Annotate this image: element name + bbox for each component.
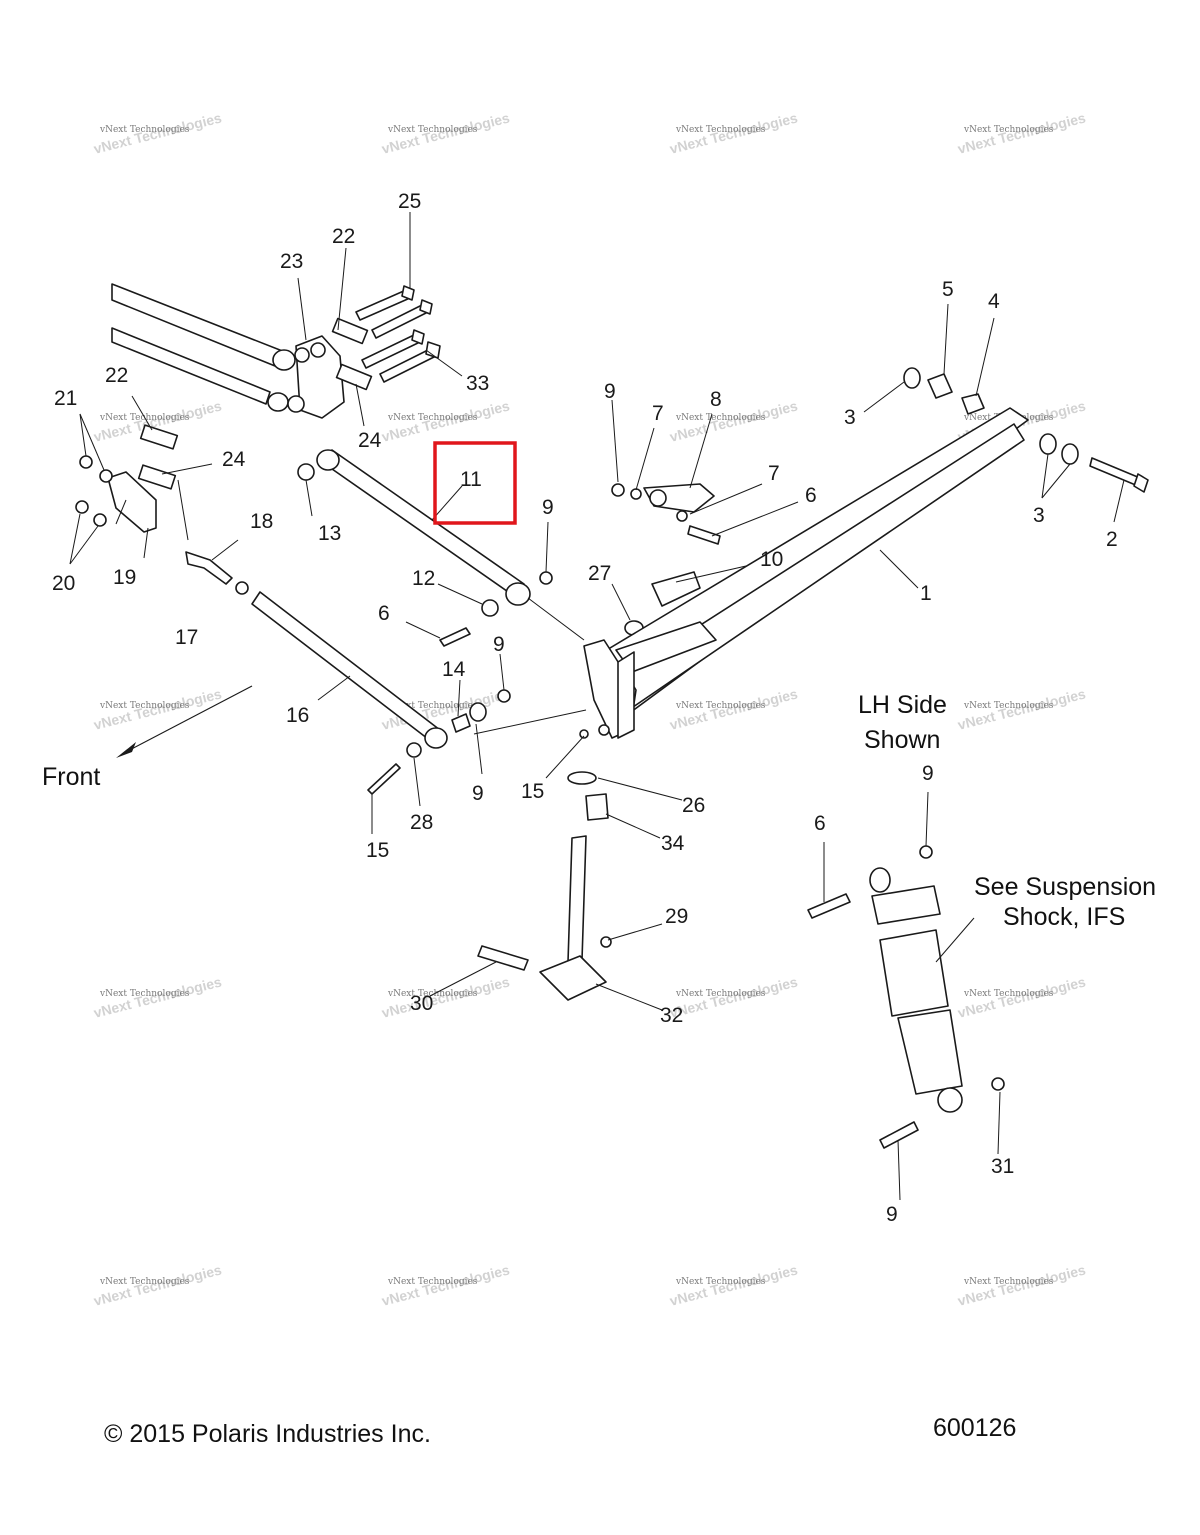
callout-label: 24 xyxy=(222,448,246,471)
callout-label: 9 xyxy=(472,782,484,805)
callout-label: 2 xyxy=(1106,528,1118,551)
mount-bracket xyxy=(267,335,345,419)
watermark-text: vNext Technologies xyxy=(963,1277,1054,1287)
callout-label: 13 xyxy=(318,522,341,545)
callout-label: 31 xyxy=(991,1155,1014,1178)
callout-label: 16 xyxy=(286,704,309,727)
left-small-parts xyxy=(75,424,179,533)
plate-part xyxy=(335,363,373,391)
callout-label: 25 xyxy=(398,190,421,213)
bolt-part xyxy=(367,763,401,795)
callout-label: 3 xyxy=(1033,504,1045,527)
rocker-bracket xyxy=(611,483,721,545)
watermark-text: vNext Technologies xyxy=(963,989,1054,999)
callout-label: 4 xyxy=(988,290,1000,313)
callout-label: 9 xyxy=(542,496,554,519)
a-frame xyxy=(583,407,1029,739)
copyright-text: © 2015 Polaris Industries Inc. xyxy=(104,1420,431,1448)
front-direction-label: Front xyxy=(42,763,100,791)
figure-number: 600126 xyxy=(933,1414,1016,1442)
callout-label: 23 xyxy=(280,250,303,273)
callout-label: 32 xyxy=(660,1004,683,1027)
radius-rod-upper xyxy=(297,449,531,617)
watermark-text: vNext Technologies xyxy=(387,1277,478,1287)
radius-rod-lower xyxy=(185,551,511,758)
watermark-text: vNext Technologies xyxy=(387,413,478,423)
watermark-text: vNext Technologies xyxy=(387,701,478,711)
callout-label: 15 xyxy=(366,839,389,862)
callout-label: 12 xyxy=(412,567,435,590)
watermark-text: vNext Technologies xyxy=(675,701,766,711)
callout-label: 9 xyxy=(604,380,616,403)
callout-label: 6 xyxy=(814,812,826,835)
watermark-text: vNext Technologies xyxy=(675,989,766,999)
callout-label: 6 xyxy=(805,484,817,507)
callout-label: 14 xyxy=(442,658,466,681)
spindle-assembly xyxy=(477,729,612,1001)
side-note-line2: Shown xyxy=(864,726,940,754)
callout-label: 9 xyxy=(886,1203,898,1226)
callout-label: 17 xyxy=(175,626,198,649)
side-note-line1: LH Side xyxy=(858,691,947,719)
callout-label: 27 xyxy=(588,562,611,585)
callout-label: 18 xyxy=(250,510,273,533)
watermark-text: vNext Technologies xyxy=(963,125,1054,135)
watermark-text: vNext Technologies xyxy=(963,701,1054,711)
watermark-text: vNext Technologies xyxy=(99,1277,190,1287)
watermark-text: vNext Technologies xyxy=(675,1277,766,1287)
callout-label: 22 xyxy=(332,225,355,248)
shock-absorber xyxy=(807,845,1005,1149)
highlight-box xyxy=(433,441,517,525)
bolt-set xyxy=(355,285,441,383)
callout-label: 5 xyxy=(942,278,954,301)
callout-label: 9 xyxy=(922,762,934,785)
leader-lines xyxy=(69,212,1125,1201)
front-arrow-head xyxy=(116,742,136,758)
small-bracket xyxy=(651,571,701,607)
callout-label: 26 xyxy=(682,794,705,817)
watermark-text: vNext Technologies xyxy=(675,413,766,423)
plate-part xyxy=(331,317,369,345)
callout-label: 21 xyxy=(54,387,77,410)
callout-label: 3 xyxy=(844,406,856,429)
callout-label: 19 xyxy=(113,566,136,589)
watermark-text: vNext Technologies xyxy=(675,125,766,135)
nut-part xyxy=(539,571,553,585)
callout-label: 34 xyxy=(661,832,685,855)
callout-label: 15 xyxy=(521,780,544,803)
callout-label: 10 xyxy=(760,548,783,571)
callout-label: 8 xyxy=(710,388,722,411)
watermark-text: vNext Technologies xyxy=(99,125,190,135)
callout-label: 33 xyxy=(466,372,489,395)
reference-note-line2: Shock, IFS xyxy=(1003,903,1125,931)
callout-label: 7 xyxy=(652,402,664,425)
callout-label: 11 xyxy=(460,468,482,491)
callout-label: 7 xyxy=(768,462,780,485)
watermark-text: vNext Technologies xyxy=(99,701,190,711)
callout-label: 22 xyxy=(105,364,128,387)
reference-note-line1: See Suspension xyxy=(974,873,1156,901)
callout-label: 29 xyxy=(665,905,688,928)
callout-labels: 25 22 23 5 4 33 22 21 24 9 7 8 3 24 7 11… xyxy=(52,190,1118,1226)
callout-label: 6 xyxy=(378,602,390,625)
callout-label: 1 xyxy=(920,582,932,605)
pin-part xyxy=(439,627,471,647)
watermark-text: vNext Technologies xyxy=(99,989,190,999)
watermark-text: vNext Technologies xyxy=(387,989,478,999)
callout-label: 20 xyxy=(52,572,75,595)
frame-rails xyxy=(111,283,286,405)
callout-label: 28 xyxy=(410,811,433,834)
callout-label: 24 xyxy=(358,429,382,452)
callout-label: 30 xyxy=(410,992,433,1015)
a-frame-end-parts xyxy=(903,367,1149,493)
watermark-text: vNext Technologies xyxy=(387,125,478,135)
callout-label: 9 xyxy=(493,633,505,656)
